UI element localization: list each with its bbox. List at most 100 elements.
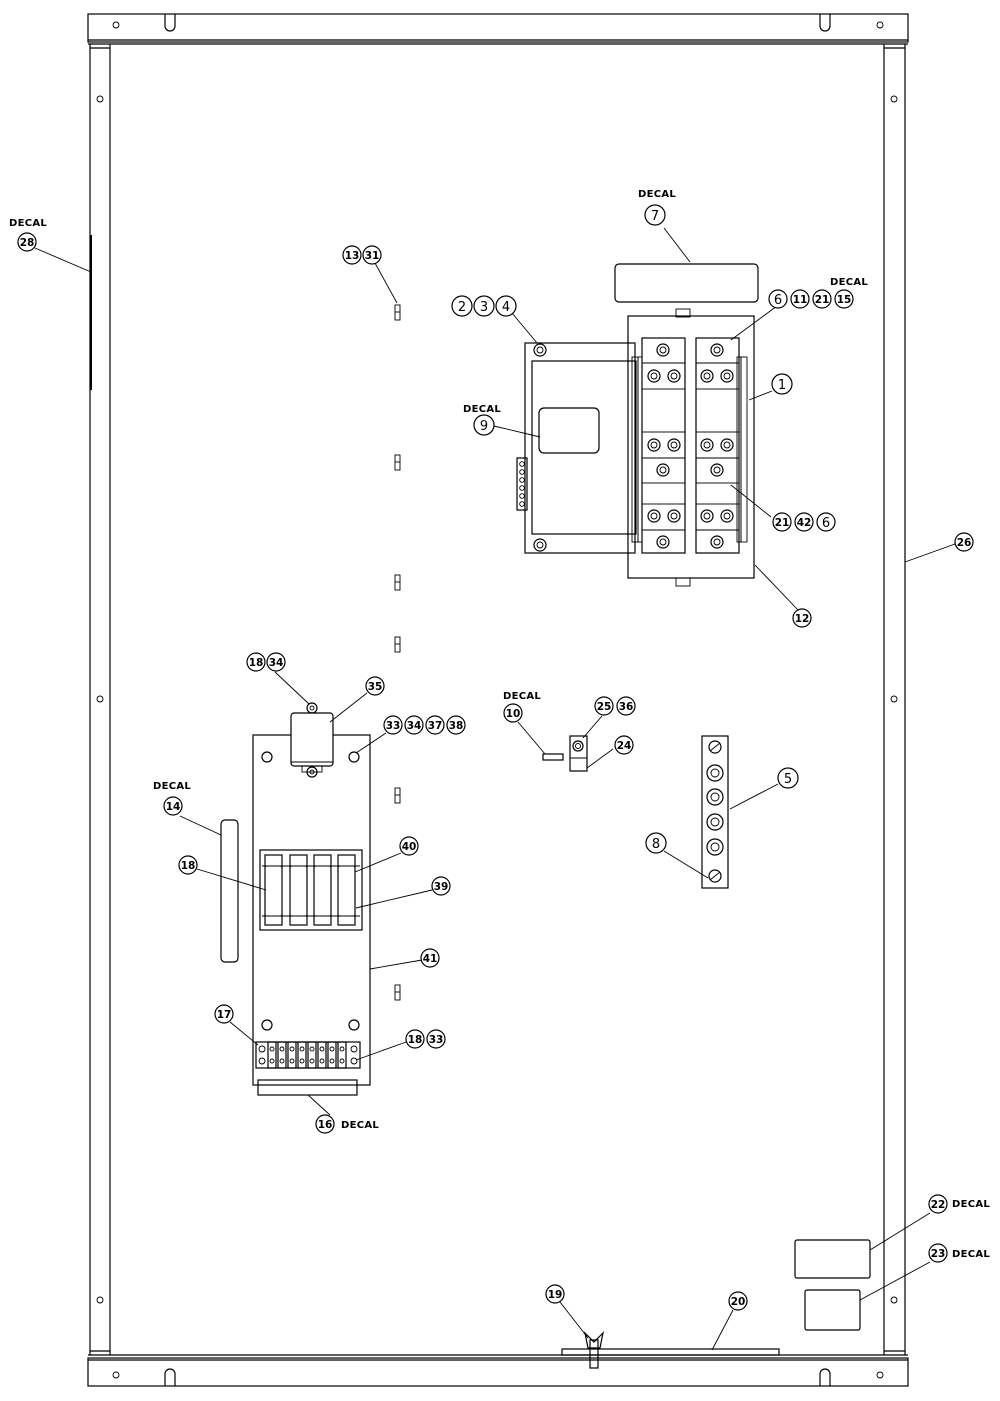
svg-text:21: 21 <box>815 294 830 306</box>
balloon-11: 11 <box>790 289 810 309</box>
svg-text:12: 12 <box>795 613 810 625</box>
balloon-10: 10 <box>503 703 523 723</box>
balloon-35: 35 <box>365 676 385 696</box>
neutral-bar <box>701 735 729 889</box>
mounting-clips <box>394 304 401 1001</box>
balloon-21-top: 21 <box>812 289 832 309</box>
balloon-28: 28 <box>17 232 37 252</box>
svg-text:19: 19 <box>548 1289 563 1301</box>
ground-lug <box>569 735 588 772</box>
decal-label-22: DECAL <box>952 1199 990 1210</box>
svg-text:36: 36 <box>619 701 634 713</box>
svg-text:42: 42 <box>797 517 812 529</box>
decal-label-14: DECAL <box>153 781 191 792</box>
svg-text:23: 23 <box>931 1248 946 1260</box>
svg-text:18: 18 <box>249 657 264 669</box>
svg-text:34: 34 <box>269 657 284 669</box>
decal-blocks <box>220 263 871 1331</box>
balloon-23: 23 <box>928 1243 948 1263</box>
svg-text:41: 41 <box>423 953 438 965</box>
balloon-31: 31 <box>362 245 382 265</box>
decal-label-16: DECAL <box>341 1120 379 1131</box>
svg-text:10: 10 <box>506 708 521 720</box>
svg-text:34: 34 <box>407 720 422 732</box>
balloon-15: 15 <box>834 289 854 309</box>
balloon-18-fuse: 18 <box>178 855 198 875</box>
svg-text:13: 13 <box>345 250 360 262</box>
svg-text:35: 35 <box>368 681 383 693</box>
svg-text:17: 17 <box>217 1009 232 1021</box>
svg-text:18: 18 <box>181 860 196 872</box>
svg-text:16: 16 <box>318 1119 333 1131</box>
balloon-13: 13 <box>342 245 362 265</box>
svg-text:25: 25 <box>597 701 612 713</box>
balloon-21-mid: 21 <box>772 512 792 532</box>
svg-text:33: 33 <box>429 1034 444 1046</box>
svg-text:2: 2 <box>458 300 466 315</box>
balloon-18-relay: 18 <box>246 652 266 672</box>
svg-text:6: 6 <box>822 516 830 531</box>
balloon-9: 9 <box>473 414 495 436</box>
decal-labels: DECAL DECAL DECAL DECAL DECAL DECAL DECA… <box>9 189 990 1260</box>
svg-text:5: 5 <box>784 772 792 787</box>
svg-text:6: 6 <box>774 293 782 308</box>
svg-text:20: 20 <box>731 1296 746 1308</box>
decal-label-15: DECAL <box>830 277 868 288</box>
enclosure-frame <box>87 13 909 1387</box>
svg-text:18: 18 <box>408 1034 423 1046</box>
balloon-33-panel: 33 <box>383 715 403 735</box>
svg-text:4: 4 <box>502 300 510 315</box>
balloon-3: 3 <box>473 295 495 317</box>
decal-label-23: DECAL <box>952 1249 990 1260</box>
svg-text:7: 7 <box>651 209 659 224</box>
svg-text:14: 14 <box>166 801 181 813</box>
balloon-5: 5 <box>777 767 799 789</box>
balloon-6-top: 6 <box>768 289 788 309</box>
svg-text:22: 22 <box>931 1199 946 1211</box>
svg-text:38: 38 <box>449 720 464 732</box>
svg-text:40: 40 <box>402 841 417 853</box>
balloon-34-relay: 34 <box>266 652 286 672</box>
balloon-1: 1 <box>771 373 793 395</box>
balloon-8: 8 <box>645 832 667 854</box>
door-latch <box>561 1331 780 1369</box>
balloon-12: 12 <box>792 608 812 628</box>
svg-text:11: 11 <box>793 294 808 306</box>
svg-text:39: 39 <box>434 881 449 893</box>
svg-text:31: 31 <box>365 250 380 262</box>
balloon-36: 36 <box>616 696 636 716</box>
balloon-42: 42 <box>794 512 814 532</box>
leader-lines <box>34 227 956 1351</box>
balloon-38: 38 <box>446 715 466 735</box>
balloon-24: 24 <box>614 735 634 755</box>
balloon-14: 14 <box>163 796 183 816</box>
balloon-25: 25 <box>594 696 614 716</box>
svg-text:3: 3 <box>480 300 488 315</box>
svg-text:21: 21 <box>775 517 790 529</box>
decal-label-9: DECAL <box>463 404 501 415</box>
balloon-37: 37 <box>425 715 445 735</box>
balloon-33-terminal: 33 <box>426 1029 446 1049</box>
balloon-18-terminal: 18 <box>405 1029 425 1049</box>
balloon-22: 22 <box>928 1194 948 1214</box>
svg-text:15: 15 <box>837 294 852 306</box>
transfer-switch-assembly <box>516 308 755 587</box>
balloon-41: 41 <box>420 948 440 968</box>
svg-text:9: 9 <box>480 419 488 434</box>
balloon-19: 19 <box>545 1284 565 1304</box>
svg-text:28: 28 <box>20 237 35 249</box>
svg-text:37: 37 <box>428 720 443 732</box>
svg-text:8: 8 <box>652 837 660 852</box>
balloon-7: 7 <box>644 204 666 226</box>
decal-label-10: DECAL <box>503 691 541 702</box>
balloon-2: 2 <box>451 295 473 317</box>
balloon-34-panel: 34 <box>404 715 424 735</box>
svg-text:33: 33 <box>386 720 401 732</box>
balloon-40: 40 <box>399 836 419 856</box>
control-panel-assembly <box>252 702 371 1086</box>
balloon-39: 39 <box>431 876 451 896</box>
balloon-4: 4 <box>495 295 517 317</box>
decal-label-7: DECAL <box>638 189 676 200</box>
svg-text:1: 1 <box>778 378 786 393</box>
